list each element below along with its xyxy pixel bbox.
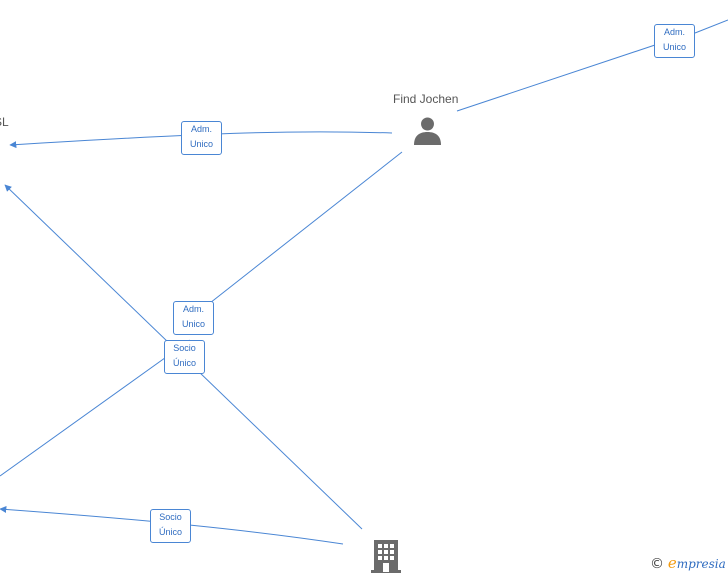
edge-line-adm-unico-top-right [456, 19, 728, 112]
edge-line-socio-unico-to-bottom-left [0, 505, 344, 545]
edge-line-adm-unico-center [0, 151, 403, 477]
brand-name: mpresia [676, 557, 726, 571]
edge-label-socio-unico-bottom[interactable]: Socio Único [150, 509, 191, 543]
brand-initial: e [667, 554, 677, 572]
edge-label-adm-unico-to-sl[interactable]: Adm. Unico [181, 121, 222, 155]
edge-label-socio-unico-center[interactable]: Socio Único [164, 340, 205, 374]
edge-label-adm-unico-center[interactable]: Adm. Unico [173, 301, 214, 335]
empresia-watermark: © empresia [650, 554, 726, 572]
building-icon[interactable] [370, 538, 402, 574]
edge-label-adm-unico-top-right[interactable]: Adm. Unico [654, 24, 695, 58]
copyright-symbol: © [650, 556, 664, 572]
partial-company-label: SL [0, 115, 9, 129]
edge-line-adm-unico-to-sl [9, 131, 393, 149]
person-node-label[interactable]: Find Jochen [393, 92, 459, 106]
person-icon[interactable] [412, 116, 443, 146]
